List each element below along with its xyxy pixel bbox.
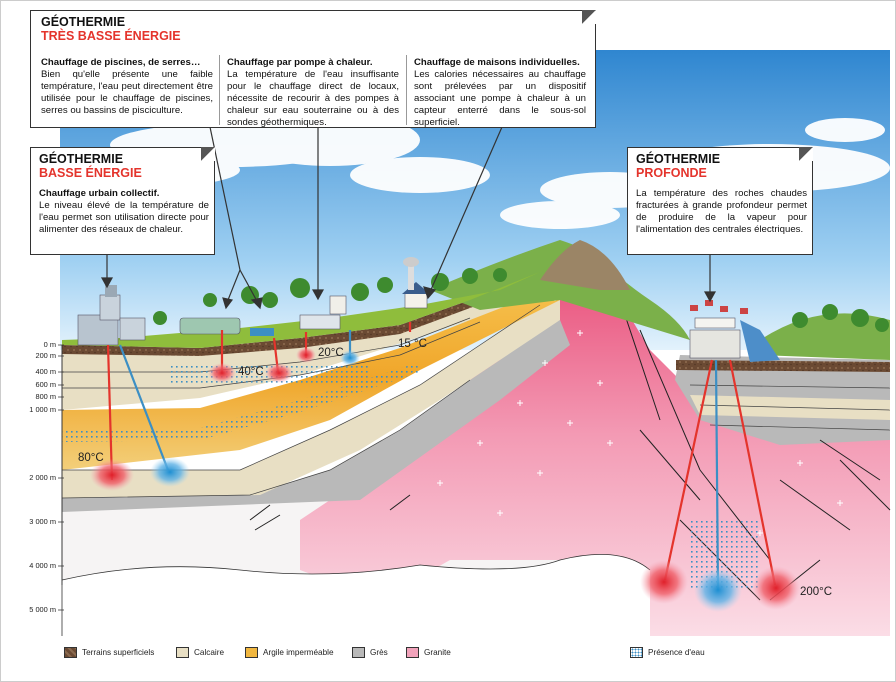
- depth-label: 800 m: [35, 392, 56, 401]
- buildings: [77, 257, 748, 359]
- sandstone-layer: [62, 320, 570, 512]
- river: [740, 320, 780, 362]
- column-piscines: Chauffage de piscines, de serres… Bien q…: [41, 57, 213, 117]
- legend-swatch: [630, 646, 643, 658]
- column-heading: Chauffage de piscines, de serres…: [41, 57, 201, 68]
- box-subtitle: BASSE ÉNERGIE: [39, 166, 142, 180]
- depth-label: 4 000 m: [29, 561, 56, 570]
- temperature-label: 20°C: [318, 347, 344, 359]
- divider: [219, 55, 220, 125]
- legend-label: Présence d'eau: [648, 647, 705, 657]
- box-subtitle: TRÈS BASSE ÉNERGIE: [41, 29, 181, 43]
- column-heading: Chauffage par pompe à chaleur.: [227, 57, 373, 68]
- tres-basse-energie-box: GÉOTHERMIE TRÈS BASSE ÉNERGIE Chauffage …: [30, 10, 596, 128]
- legend-label: Argile imperméable: [263, 647, 334, 657]
- page-fold-icon: [582, 10, 596, 24]
- temperature-label: 40°C: [238, 366, 264, 378]
- box-title: GÉOTHERMIE: [41, 15, 126, 29]
- temperature-label: 200°C: [800, 586, 833, 598]
- legend-swatch: [176, 646, 189, 658]
- legend-swatch: [352, 646, 365, 658]
- column-text: La température de l'eau insuffisante pou…: [227, 69, 399, 128]
- profonde-box: GÉOTHERMIE PROFONDE La température des r…: [627, 147, 813, 255]
- column-pompe: Chauffage par pompe à chaleur. La tempér…: [227, 57, 399, 129]
- legend-swatch: [64, 646, 77, 658]
- page-fold-icon: [799, 147, 813, 161]
- box-subtitle: PROFONDE: [636, 166, 707, 180]
- page-fold-icon: [201, 147, 215, 161]
- legend-swatch: [245, 646, 258, 658]
- depth-label: 1 000 m: [29, 405, 56, 414]
- depth-label: 200 m: [35, 351, 56, 360]
- column-text: Bien qu'elle présente une faible tempéra…: [41, 69, 213, 116]
- box-title: GÉOTHERMIE: [636, 152, 721, 166]
- temperature-label: 15 °C: [398, 338, 427, 350]
- deep-crust: [62, 554, 650, 636]
- legend-item: Calcaire: [176, 645, 224, 659]
- box-text: Le niveau élevé de la température de l'e…: [39, 200, 209, 235]
- legend-label: Granite: [424, 647, 451, 657]
- legend-label: Calcaire: [194, 647, 225, 657]
- column-heading: Chauffage de maisons individuelles.: [414, 57, 580, 68]
- depth-label: 5 000 m: [29, 605, 56, 614]
- depth-label: 3 000 m: [29, 517, 56, 526]
- depth-label: 600 m: [35, 380, 56, 389]
- callout-arrows: [100, 126, 717, 310]
- box-title: GÉOTHERMIE: [39, 152, 124, 166]
- legend-item: Grès: [352, 645, 388, 659]
- column-maisons: Chauffage de maisons individuelles. Les …: [414, 57, 586, 129]
- column-text: Les calories nécessaires au chauffage so…: [414, 69, 586, 128]
- divider: [406, 55, 407, 125]
- temperature-label: 80°C: [78, 452, 104, 464]
- legend-item: Terrains superficiels: [64, 645, 154, 659]
- mountain-left: [430, 240, 690, 340]
- legend-item: Argile imperméable: [245, 645, 334, 659]
- legend-item: Granite: [406, 645, 451, 659]
- heat-zones: [90, 347, 800, 612]
- box-heading: Chauffage urbain collectif.: [39, 188, 160, 199]
- legend-item: Présence d'eau: [630, 645, 705, 659]
- surface-soil: [62, 268, 560, 356]
- depth-label: 2 000 m: [29, 473, 56, 482]
- box-text: La température des roches chaudes fractu…: [636, 188, 807, 235]
- depth-label: 400 m: [35, 367, 56, 376]
- legend-swatch: [406, 646, 419, 658]
- legend-label: Grès: [370, 647, 388, 657]
- depth-label: 0 m: [43, 340, 56, 349]
- legend-label: Terrains superficiels: [82, 647, 155, 657]
- basse-energie-box: GÉOTHERMIE BASSE ÉNERGIE Chauffage urbai…: [30, 147, 215, 255]
